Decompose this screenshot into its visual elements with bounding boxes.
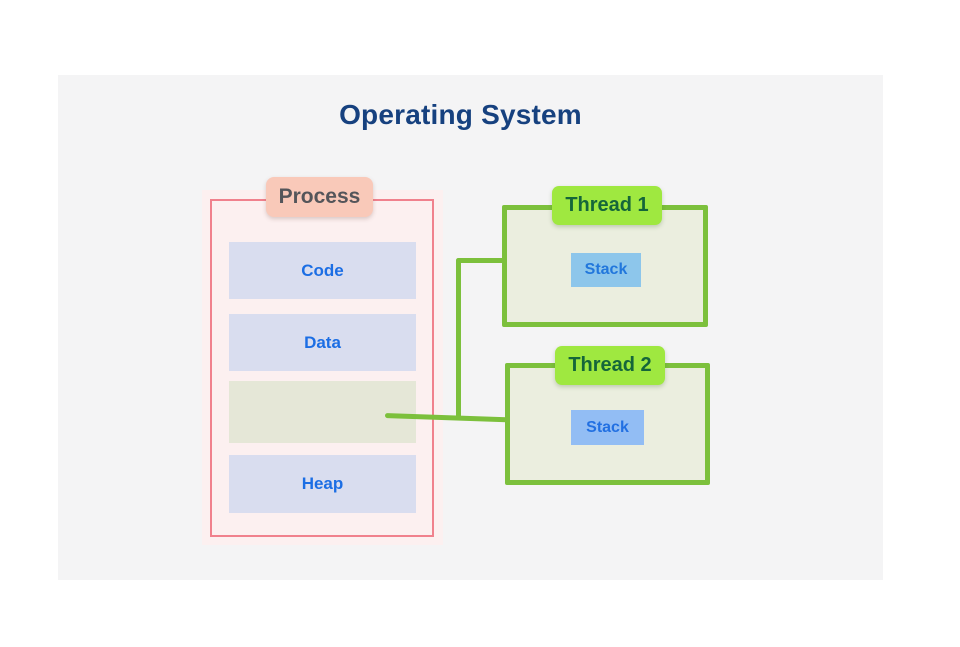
thread1-stack: Stack bbox=[571, 253, 641, 287]
process-segment-heap: Heap bbox=[229, 455, 416, 513]
diagram-canvas bbox=[58, 75, 883, 580]
process-segment-data: Data bbox=[229, 314, 416, 371]
thread2-stack: Stack bbox=[571, 410, 644, 445]
process-segment-empty bbox=[229, 381, 416, 443]
connector-line-vertical bbox=[456, 258, 461, 419]
thread2-label: Thread 2 bbox=[555, 346, 665, 385]
page-title: Operating System bbox=[339, 99, 582, 130]
thread1-label: Thread 1 bbox=[552, 186, 662, 225]
connector-line-horizontal-top bbox=[456, 258, 506, 263]
process-label: Process bbox=[266, 177, 373, 217]
process-segment-code: Code bbox=[229, 242, 416, 299]
